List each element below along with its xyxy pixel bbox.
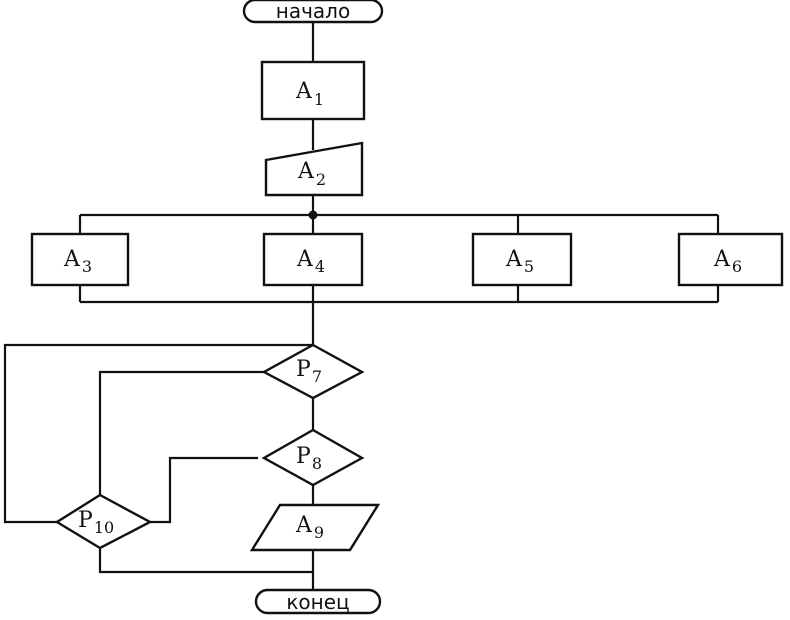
decision-p8: P8	[261, 428, 365, 487]
wire-p7-left-branch	[98, 370, 264, 495]
wire-p10-loop-back	[3, 343, 313, 524]
decision-p10-label: P10	[78, 508, 114, 537]
junction-dot	[308, 210, 318, 220]
start-terminal: начало	[242, 0, 384, 24]
decision-p7: P7	[261, 343, 365, 400]
end-terminal: конец	[254, 588, 382, 615]
decision-p7-label: P7	[296, 357, 322, 386]
background-bleed-through	[10, 25, 14, 44]
start-label: начало	[276, 0, 350, 23]
decision-p8-label: P8	[296, 444, 322, 473]
wire-p8-to-p10	[150, 456, 258, 524]
wire-p10-to-end	[98, 548, 313, 574]
decision-p10: P10	[54, 493, 153, 550]
end-label: конец	[286, 590, 349, 614]
